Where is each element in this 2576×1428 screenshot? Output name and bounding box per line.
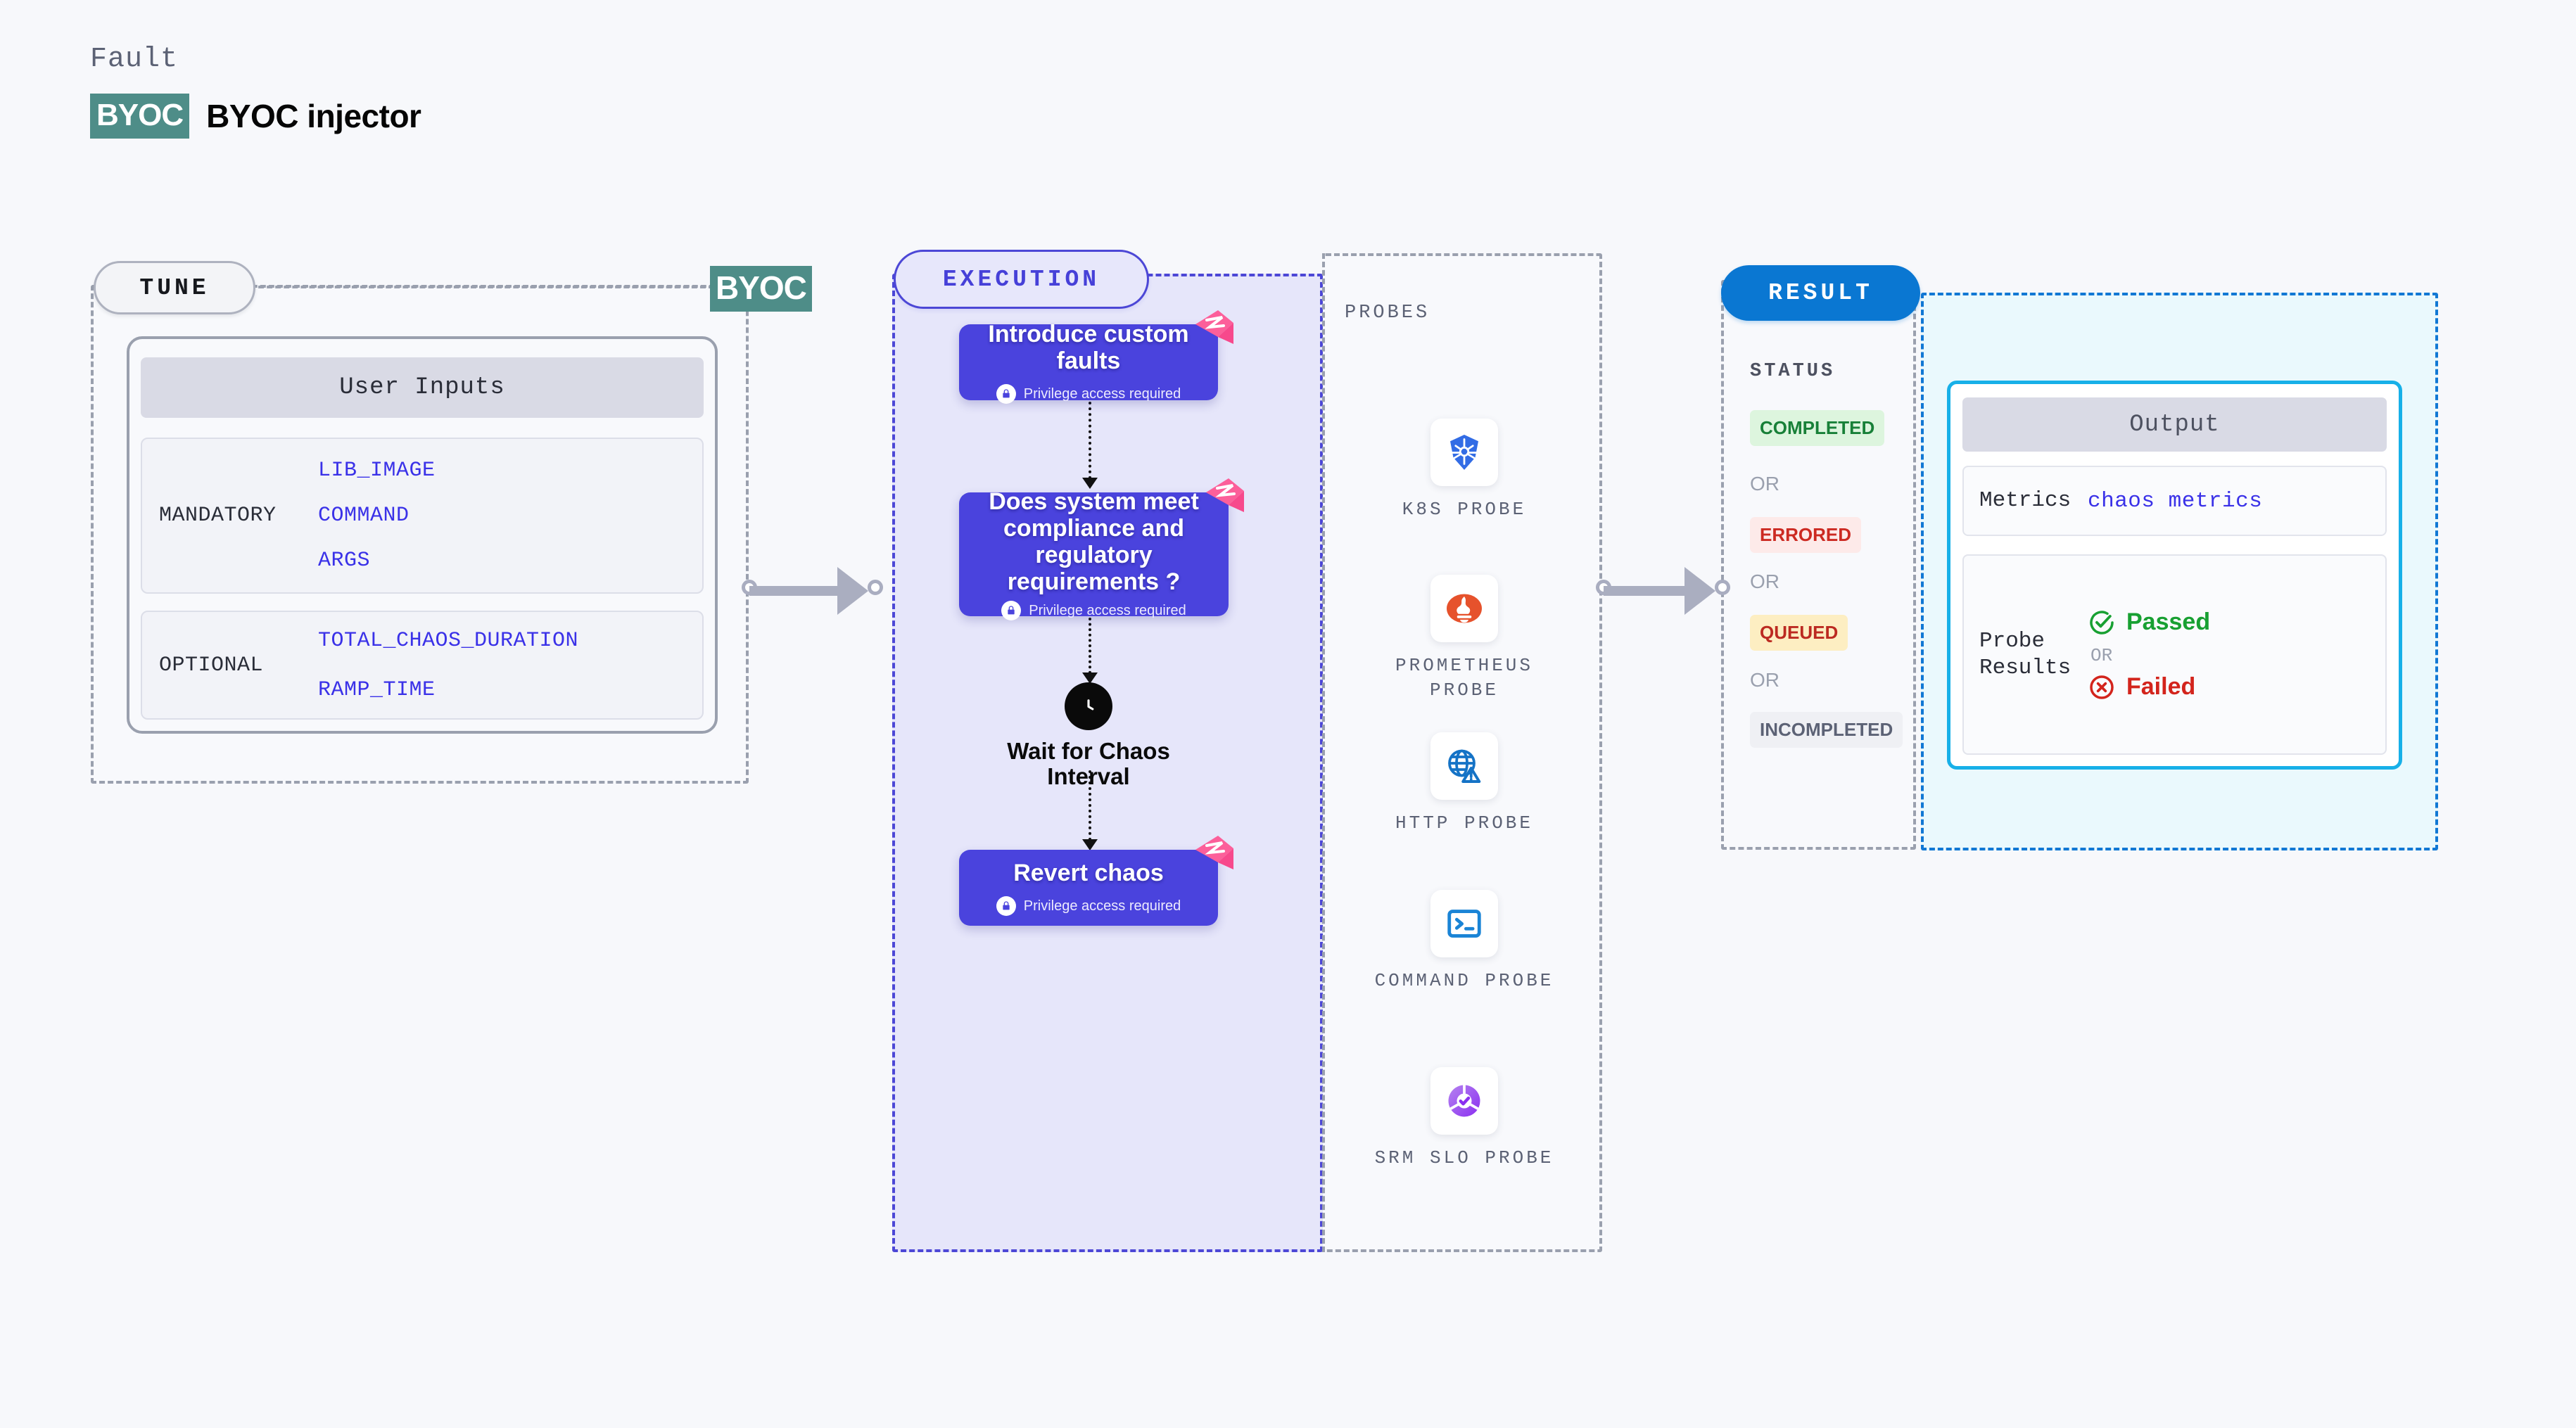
privilege-note: Privilege access required xyxy=(1001,601,1186,621)
user-inputs-header: User Inputs xyxy=(141,357,704,418)
flow-line xyxy=(1089,770,1091,841)
arrow-shaft xyxy=(749,586,844,596)
status-or-separator: OR xyxy=(1750,669,1779,691)
status-region xyxy=(1721,280,1916,850)
terminal-icon xyxy=(1430,890,1498,957)
privilege-note: Privilege access required xyxy=(996,384,1181,404)
probe-name: SRM SLO PROBE xyxy=(1374,1147,1554,1168)
probe-item-command[interactable]: COMMAND PROBE xyxy=(1359,890,1570,993)
lock-icon xyxy=(996,896,1016,917)
execution-region xyxy=(892,274,1323,1252)
probe-name: K8S PROBE xyxy=(1402,499,1527,520)
step-card-introduce-custom-faults[interactable]: Introduce custom faults Privilege access… xyxy=(959,310,1233,404)
output-metrics-row: Metrics chaos metrics xyxy=(1962,466,2387,536)
param-lib-image[interactable]: LIB_IMAGE xyxy=(318,459,436,483)
prometheus-icon xyxy=(1430,575,1498,642)
privilege-note-text: Privilege access required xyxy=(1023,898,1181,914)
probe-item-srm-slo[interactable]: SRM SLO PROBE xyxy=(1359,1067,1570,1171)
metrics-key-label: Metrics xyxy=(1979,488,2071,514)
param-list: LIB_IMAGE COMMAND ARGS xyxy=(318,459,436,573)
step-card-compliance-check[interactable]: Does system meet compliance and regulato… xyxy=(959,478,1244,621)
probe-result-failed-label: Failed xyxy=(2126,673,2196,700)
harness-logo-icon xyxy=(1206,478,1244,512)
page-header: Fault BYOC BYOC injector xyxy=(90,44,421,139)
status-badge-errored: ERRORED xyxy=(1750,517,1862,553)
harness-logo-icon xyxy=(1195,836,1233,869)
flow-arrow-tip-icon xyxy=(1082,839,1098,850)
clock-icon xyxy=(1065,682,1112,730)
harness-logo-icon xyxy=(1195,310,1233,344)
param-ramp-time[interactable]: RAMP_TIME xyxy=(318,677,436,702)
mandatory-params-block: MANDATORY LIB_IMAGE COMMAND ARGS xyxy=(141,438,704,594)
arrow-head-icon xyxy=(1684,567,1715,615)
lock-icon xyxy=(996,384,1016,404)
probe-item-k8s[interactable]: K8S PROBE xyxy=(1359,419,1570,522)
step-title: Does system meet compliance and regulato… xyxy=(989,487,1199,596)
probes-region-left-edge xyxy=(1322,253,1325,1252)
step-title: Revert chaos xyxy=(1013,859,1164,886)
metrics-value-link[interactable]: chaos metrics xyxy=(2088,488,2263,514)
status-or-separator: OR xyxy=(1750,570,1779,592)
arrow-shaft xyxy=(1604,586,1692,596)
flow-line xyxy=(1089,402,1091,479)
probe-item-prometheus[interactable]: PROMETHEUS PROBE xyxy=(1359,575,1570,703)
status-badge-queued: QUEUED xyxy=(1750,615,1848,651)
tune-section-pill[interactable]: TUNE xyxy=(94,261,255,314)
arrow-end-dot xyxy=(1715,580,1730,595)
probe-name: COMMAND PROBE xyxy=(1374,970,1554,991)
param-list: TOTAL_CHAOS_DURATION RAMP_TIME xyxy=(318,629,578,702)
privilege-note: Privilege access required xyxy=(996,896,1181,917)
result-section-pill[interactable]: RESULT xyxy=(1721,265,1920,321)
arrow-head-icon xyxy=(837,567,868,615)
status-column-label: STATUS xyxy=(1750,361,1836,382)
title-row: BYOC BYOC injector xyxy=(90,94,421,139)
byoc-connector-chip: BYOC xyxy=(710,266,812,312)
probe-result-failed: Failed xyxy=(2088,673,2210,701)
optional-params-block: OPTIONAL TOTAL_CHAOS_DURATION RAMP_TIME xyxy=(141,611,704,720)
probe-results-values: Passed OR Failed xyxy=(2088,608,2210,701)
param-total-chaos-duration[interactable]: TOTAL_CHAOS_DURATION xyxy=(318,628,579,653)
fault-label: Fault xyxy=(90,44,179,75)
kubernetes-icon xyxy=(1430,419,1498,486)
param-args[interactable]: ARGS xyxy=(318,549,371,573)
wait-node-label: Wait for Chaos Interval xyxy=(1007,738,1170,790)
arrow-end-dot xyxy=(868,580,883,595)
privilege-note-text: Privilege access required xyxy=(1023,385,1181,402)
step-card-revert-chaos[interactable]: Revert chaos Privilege access required xyxy=(959,836,1233,926)
status-badge-incompleted: INCOMPLETED xyxy=(1750,712,1903,748)
flow-arrow-tip-icon xyxy=(1082,672,1098,684)
status-or-separator: OR xyxy=(1750,473,1779,495)
flow-line xyxy=(1089,618,1091,674)
probe-item-http[interactable]: HTTP PROBE xyxy=(1359,732,1570,836)
flow-arrow-tip-icon xyxy=(1082,478,1098,489)
wait-for-chaos-interval-node[interactable]: Wait for Chaos Interval xyxy=(1007,682,1170,790)
srm-slo-icon xyxy=(1430,1067,1498,1135)
probes-section-label: PROBES xyxy=(1345,302,1430,324)
param-kind-label: MANDATORY xyxy=(159,504,277,528)
output-header: Output xyxy=(1962,397,2387,452)
page-title: BYOC injector xyxy=(206,98,421,134)
byoc-logo-chip: BYOC xyxy=(90,94,190,139)
status-badge-completed: COMPLETED xyxy=(1750,410,1885,446)
privilege-note-text: Privilege access required xyxy=(1029,602,1186,618)
http-globe-icon xyxy=(1430,732,1498,800)
check-circle-icon xyxy=(2090,610,2114,635)
step-title: Introduce custom faults xyxy=(988,320,1189,374)
tune-byoc-dashed-line xyxy=(250,286,714,288)
param-kind-label: OPTIONAL xyxy=(159,653,264,677)
probe-result-passed: Passed xyxy=(2088,608,2210,637)
x-circle-icon xyxy=(2090,675,2114,699)
probe-result-passed-label: Passed xyxy=(2126,608,2211,635)
execution-section-pill[interactable]: EXECUTION xyxy=(894,250,1149,309)
lock-icon xyxy=(1001,601,1022,621)
probe-name: HTTP PROBE xyxy=(1395,812,1534,834)
param-command[interactable]: COMMAND xyxy=(318,504,410,528)
probe-name: PROMETHEUS PROBE xyxy=(1395,655,1534,701)
probe-result-or-separator: OR xyxy=(2090,644,2113,666)
